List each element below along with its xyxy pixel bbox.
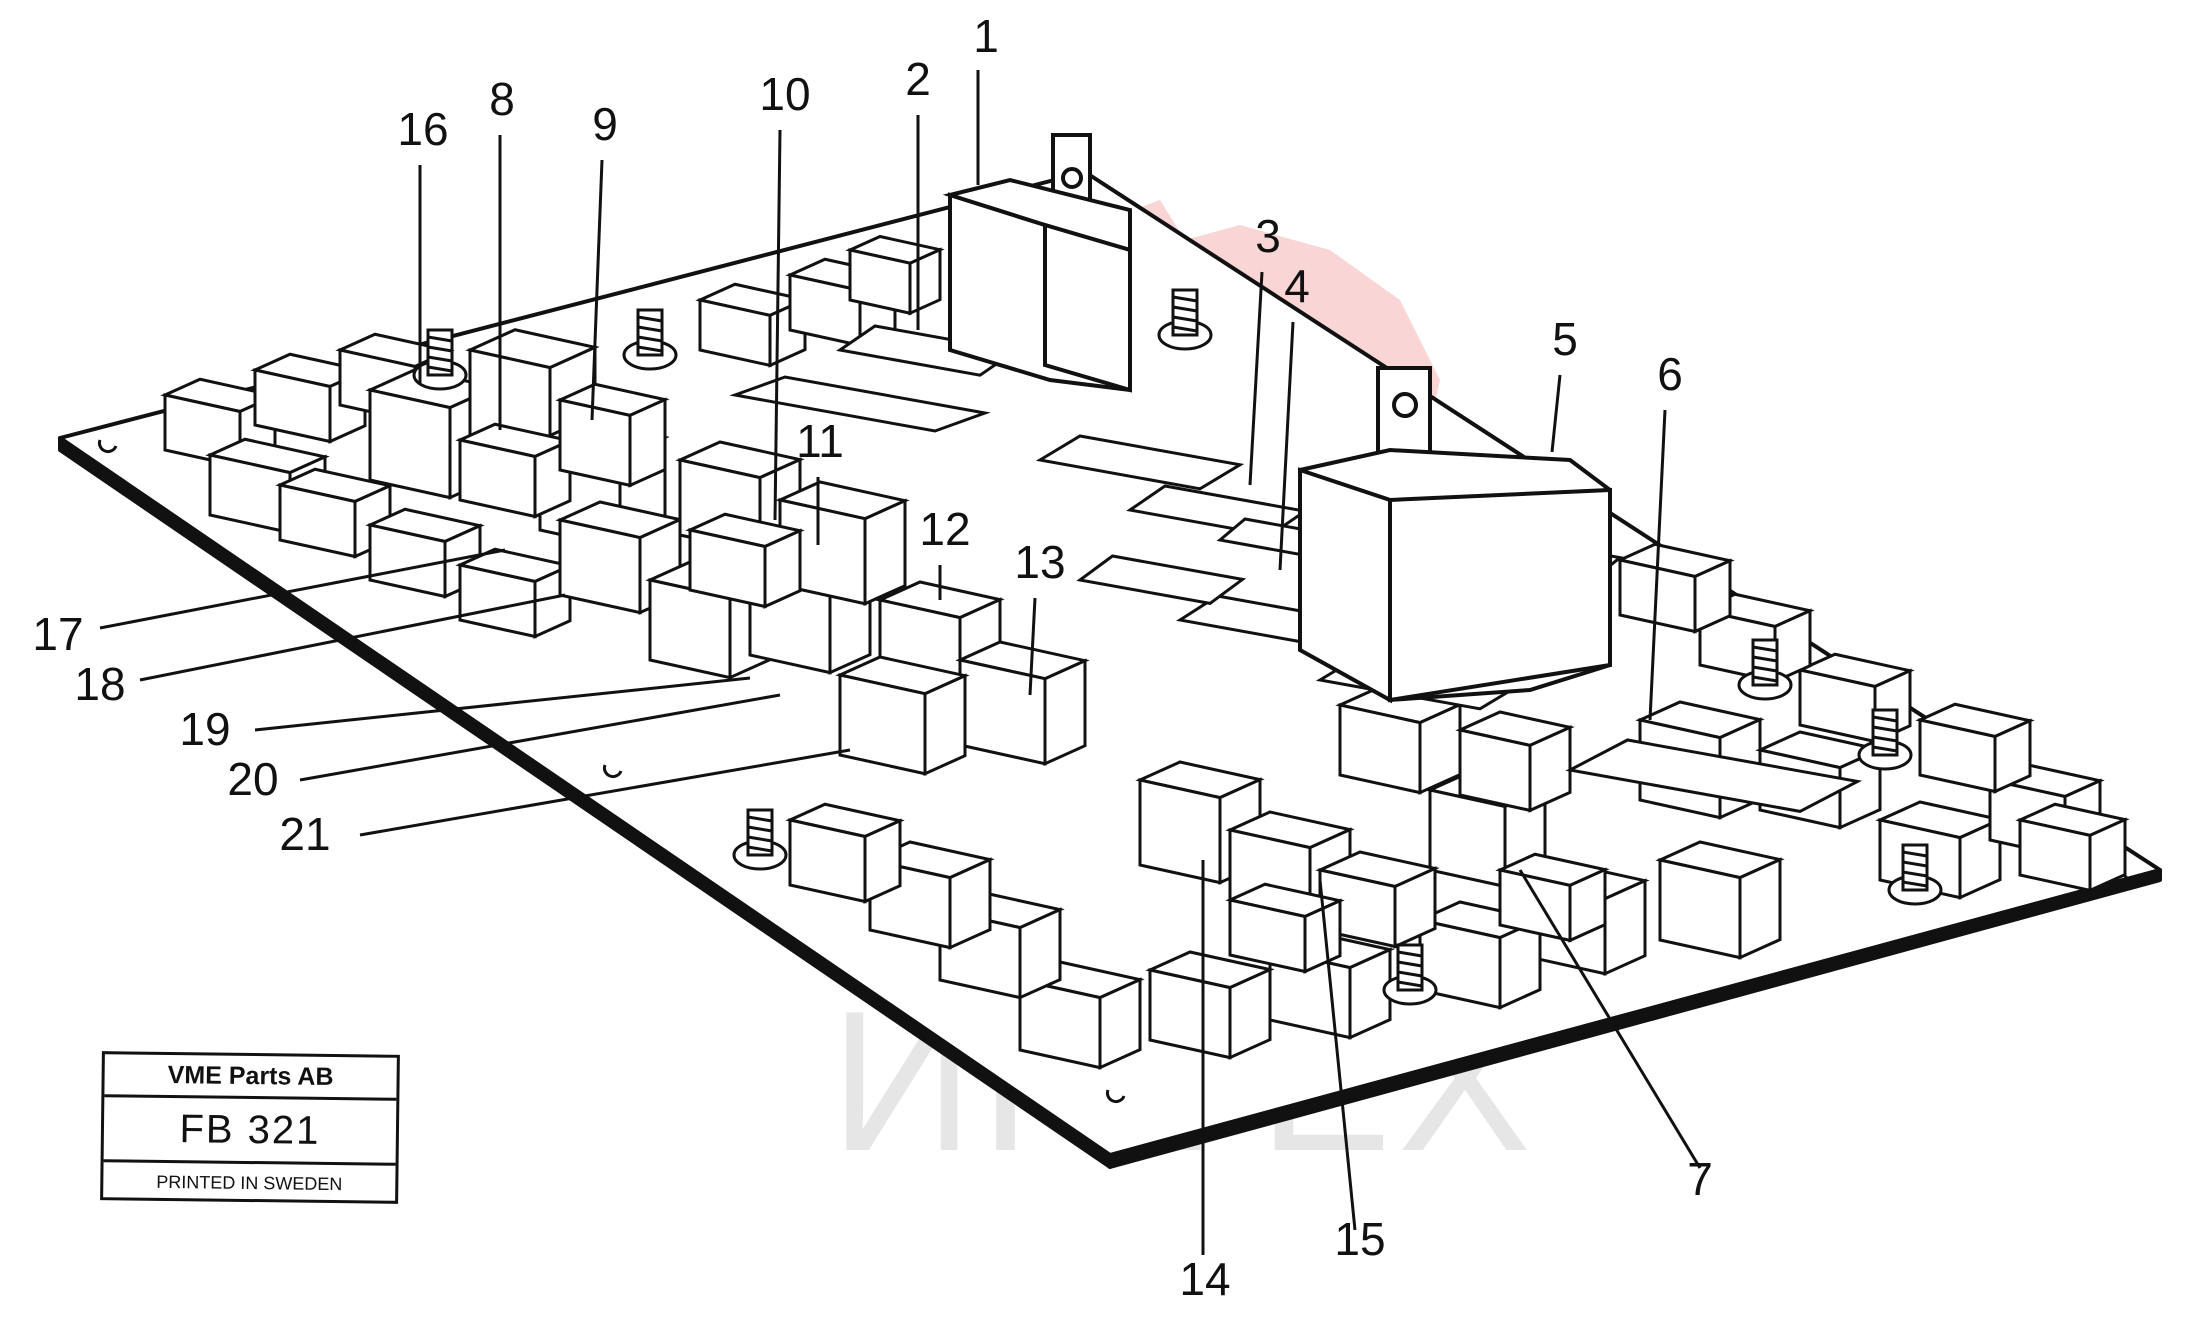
callout-17: 17 [32, 608, 83, 660]
callout-3: 3 [1255, 210, 1281, 262]
relay-44 [1495, 852, 1610, 943]
leader-line-5 [1550, 374, 1562, 453]
leader-line-7 [1518, 869, 1702, 1169]
callout-13: 13 [1014, 536, 1065, 588]
callout-14: 14 [1179, 1253, 1230, 1305]
leader-line-19 [254, 676, 751, 732]
relay-40 [785, 802, 905, 904]
fuse-bar-6 [1565, 738, 1863, 813]
relay-10 [455, 422, 575, 519]
title-block-code: FB 321 [103, 1097, 397, 1166]
title-block-printed: PRINTED IN SWEDEN [156, 1171, 343, 1195]
bolt-2 [1737, 638, 1793, 701]
leader-line-6 [1648, 409, 1667, 721]
relay-37 [1015, 960, 1145, 1070]
relay-13 [555, 382, 670, 488]
fuse-bar-9 [1076, 554, 1247, 605]
leader-line-15 [1318, 879, 1357, 1231]
leader-line-3 [1248, 271, 1264, 486]
fuse-bar-1 [729, 375, 991, 433]
callout-15: 15 [1334, 1213, 1385, 1265]
callout-21: 21 [279, 808, 330, 860]
relay-20 [685, 512, 805, 609]
title-block: VME Parts AB FB 321 PRINTED IN SWEDEN [100, 1051, 400, 1204]
leader-line-20 [299, 693, 781, 782]
relay-6 [455, 547, 575, 639]
relay-23 [845, 234, 945, 316]
bolt-4 [1887, 843, 1943, 906]
leader-lines [99, 70, 1702, 1255]
relay-31 [1615, 542, 1735, 634]
callout-5: 5 [1552, 313, 1578, 365]
bolt-3 [1857, 708, 1913, 771]
title-block-company: VME Parts AB [104, 1054, 397, 1101]
callout-7: 7 [1687, 1153, 1713, 1205]
relay-36 [1145, 950, 1275, 1060]
callout-8: 8 [489, 73, 515, 125]
leader-line-9 [590, 159, 604, 421]
callout-10: 10 [759, 68, 810, 120]
bolt-5 [732, 808, 788, 871]
bolt-7 [412, 328, 468, 391]
relay-18 [955, 640, 1090, 767]
relay-19 [835, 655, 970, 777]
callout-2: 2 [905, 53, 931, 105]
bolt-1 [1157, 288, 1213, 351]
leader-line-13 [1028, 597, 1037, 696]
callout-18: 18 [74, 658, 125, 710]
leader-line-4 [1278, 321, 1295, 571]
leader-line-17 [99, 548, 506, 630]
callout-11: 11 [796, 415, 844, 467]
callout-1: 1 [973, 10, 999, 62]
relay-32 [1655, 840, 1785, 960]
callout-6: 6 [1657, 348, 1683, 400]
leader-line-21 [359, 748, 851, 837]
callout-20: 20 [227, 753, 278, 805]
callout-4: 4 [1284, 260, 1310, 312]
callout-16: 16 [397, 103, 448, 155]
relay-46 [1225, 882, 1345, 974]
relay-48 [1455, 710, 1575, 813]
bolt-6 [1382, 943, 1438, 1006]
relay-49 [2015, 802, 2130, 893]
relay-28 [1915, 702, 2035, 794]
callout-12: 12 [919, 503, 970, 555]
leader-line-18 [139, 593, 566, 682]
relay-45 [1315, 850, 1440, 949]
large-relays [942, 133, 1612, 704]
large-relay-5 [1298, 366, 1612, 704]
leader-line-10 [773, 129, 782, 521]
bolt-0 [622, 308, 678, 371]
large-relay-1 [942, 133, 1132, 393]
callout-19: 19 [179, 703, 230, 755]
fuse-bar-2 [1035, 434, 1245, 491]
callout-9: 9 [592, 98, 618, 150]
